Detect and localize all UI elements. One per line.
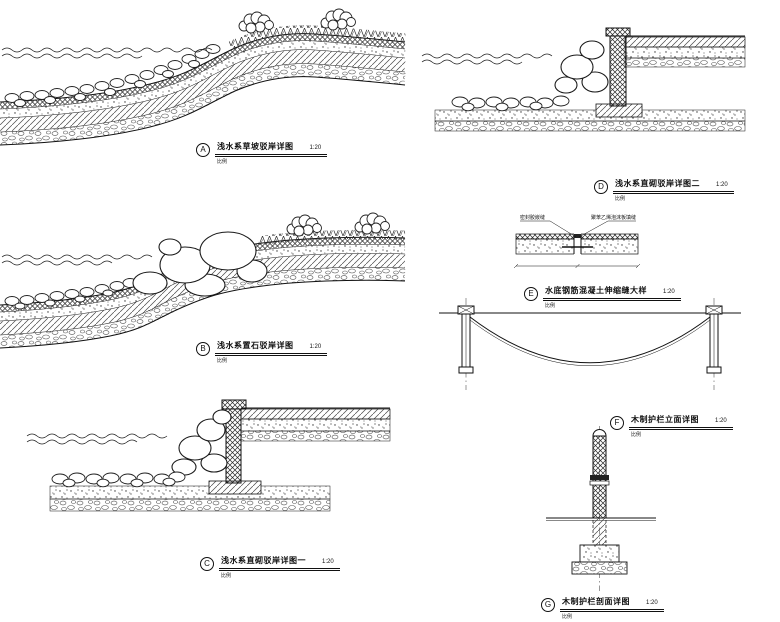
water-lines	[1, 254, 153, 266]
detail-title-f: 木制护栏立面详图	[631, 415, 699, 424]
detail-scale-g: 1:20	[646, 600, 658, 606]
revetment-wall	[605, 27, 631, 107]
water-lines	[26, 433, 168, 445]
scale-label-f: 比例	[631, 432, 642, 438]
title-underline	[215, 154, 328, 157]
detail-title-e: 水底钢筋混凝土伸缩缝大样	[545, 286, 647, 295]
title-underline	[219, 568, 340, 571]
titleblock-body: 浅水系草坡驳岸详图 1:20 比例	[215, 141, 328, 165]
title-underline	[560, 609, 664, 612]
footing	[571, 544, 628, 575]
detail-a-drawing	[0, 8, 406, 146]
grass-line	[257, 229, 406, 246]
detail-scale-d: 1:20	[716, 182, 728, 188]
boulders	[554, 40, 609, 94]
titleblock-body: 浅水系直砌驳岸详图一 1:20 比例	[219, 555, 340, 579]
joint-left-label: 密封胶嵌缝	[520, 214, 545, 221]
detail-c-drawing	[26, 399, 391, 512]
detail-title-c: 浅水系直砌驳岸详图一	[221, 556, 306, 565]
detail-bubble-f: F	[610, 416, 624, 430]
joint-right-label: 聚苯乙烯泡沫板填缝	[591, 214, 636, 221]
shrub	[320, 8, 356, 31]
buried-post	[592, 517, 607, 546]
detail-scale-a: 1:20	[309, 145, 322, 151]
shrub	[354, 212, 390, 235]
detail-bubble-b: B	[196, 342, 210, 356]
titleblock-body: 浅水系直砌驳岸详图二 1:20 比例	[613, 178, 734, 202]
boulders	[132, 231, 268, 297]
title-underline	[629, 427, 733, 430]
detail-title-d: 浅水系直砌驳岸详图二	[615, 179, 700, 188]
deck-pavement	[624, 35, 746, 68]
titleblock-a: A 浅水系草坡驳岸详图 1:20 比例	[196, 141, 328, 165]
detail-e-drawing: 密封胶嵌缝 聚苯乙烯泡沫板填缝	[513, 214, 641, 269]
detail-g-drawing	[546, 426, 656, 591]
right-post	[705, 298, 723, 390]
boulders	[171, 409, 232, 476]
detail-bubble-e: E	[524, 287, 538, 301]
base-layers	[49, 485, 331, 512]
scale-label-c: 比例	[221, 573, 232, 579]
scale-label-b: 比例	[217, 358, 228, 364]
rope-sag	[469, 316, 711, 366]
titleblock-g: G 木制护栏剖面详图 1:20 比例	[541, 596, 664, 620]
detail-f-drawing	[439, 298, 741, 390]
scale-label-g: 比例	[562, 614, 573, 620]
detail-d-drawing	[421, 27, 746, 132]
left-post	[457, 298, 475, 390]
detail-scale-e: 1:20	[663, 289, 675, 295]
titleblock-body: 木制护栏立面详图 1:20 比例	[629, 414, 733, 438]
shore-stones	[51, 471, 186, 488]
titleblock-b: B 浅水系置石驳岸详图 1:20 比例	[196, 340, 328, 364]
base-layers	[434, 109, 746, 132]
wall-footing	[595, 103, 643, 118]
detail-bubble-g: G	[541, 598, 555, 612]
detail-scale-c: 1:20	[322, 559, 334, 565]
deck-pavement	[240, 407, 391, 442]
titleblock-f: F 木制护栏立面详图 1:20 比例	[610, 414, 733, 438]
detail-b-drawing	[0, 212, 406, 349]
detail-bubble-c: C	[200, 557, 214, 571]
strata-layers	[0, 33, 406, 146]
scale-label-a: 比例	[217, 159, 228, 165]
detail-title-b: 浅水系置石驳岸详图	[217, 341, 294, 350]
wood-post	[589, 429, 610, 519]
titleblock-d: D 浅水系直砌驳岸详图二 1:20 比例	[594, 178, 734, 202]
titleblock-body: 木制护栏剖面详图 1:20 比例	[560, 596, 664, 620]
titleblock-e: E 水底钢筋混凝土伸缩缝大样 1:20 比例	[524, 285, 681, 309]
expansion-joint	[562, 233, 593, 255]
title-underline	[215, 353, 328, 356]
title-underline	[613, 191, 734, 194]
detail-bubble-d: D	[594, 180, 608, 194]
titleblock-body: 浅水系置石驳岸详图 1:20 比例	[215, 340, 328, 364]
water-lines	[421, 53, 553, 65]
leader-lines: 密封胶嵌缝 聚苯乙烯泡沫板填缝	[520, 214, 636, 238]
detail-scale-f: 1:20	[715, 418, 727, 424]
scale-label-e: 比例	[545, 303, 556, 309]
revetment-wall	[221, 399, 247, 484]
shrub	[286, 214, 322, 237]
detail-title-g: 木制护栏剖面详图	[562, 597, 630, 606]
shrub	[238, 11, 274, 34]
water-lines	[1, 47, 213, 59]
shore-stones	[451, 95, 570, 112]
detail-scale-b: 1:20	[309, 344, 322, 350]
titleblock-body: 水底钢筋混凝土伸缩缝大样 1:20 比例	[543, 285, 681, 309]
detail-title-a: 浅水系草坡驳岸详图	[217, 142, 294, 151]
title-underline	[543, 298, 681, 301]
scale-label-d: 比例	[615, 196, 626, 202]
grass-line	[228, 25, 406, 51]
titleblock-c: C 浅水系直砌驳岸详图一 1:20 比例	[200, 555, 340, 579]
detail-bubble-a: A	[196, 143, 210, 157]
shore-stones	[4, 44, 221, 107]
dimension-line	[513, 263, 641, 269]
